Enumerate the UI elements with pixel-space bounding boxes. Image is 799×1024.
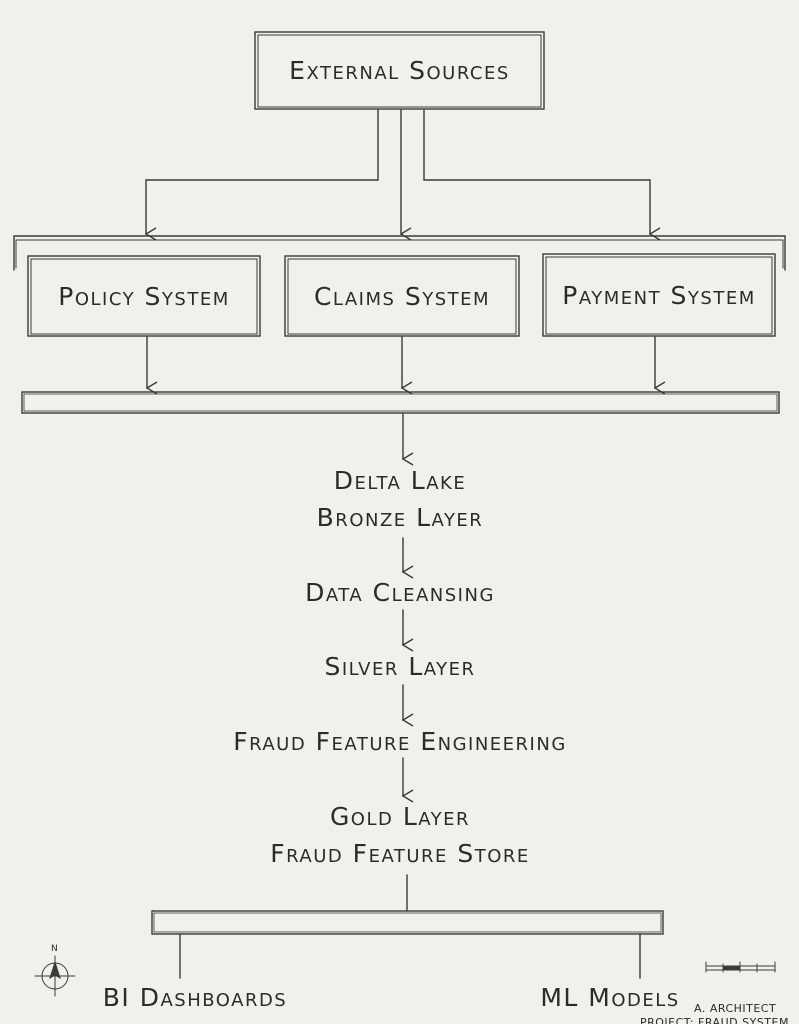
ingestion-bar — [21, 391, 780, 414]
policy-system-box: Policy System — [28, 256, 260, 336]
stage-line: Fraud Feature Store — [270, 839, 530, 868]
gold-stage: Gold Layer Fraud Feature Store — [150, 798, 650, 872]
claims-system-box: Claims System — [285, 256, 519, 336]
payment-system-box-outline — [542, 253, 776, 337]
systems-group-bracket — [13, 235, 786, 271]
stage-line: Bronze Layer — [316, 503, 484, 532]
cleansing-stage: Data Cleansing — [150, 574, 650, 611]
compass-north-label: N — [51, 944, 58, 954]
stage-line: Gold Layer — [329, 802, 471, 831]
payment-system-label: Payment System — [562, 280, 756, 310]
author-label: A. ARCHITECT — [694, 1002, 777, 1015]
feature-engineering-stage: Fraud Feature Engineering — [150, 723, 650, 760]
ml-models-label: ML Models — [540, 982, 680, 1012]
scale-bar-graphic — [705, 961, 776, 973]
stage-line: Delta Lake — [333, 466, 467, 495]
stage-line: Silver Layer — [324, 652, 476, 681]
bronze-stage: Delta Lake Bronze Layer — [150, 462, 650, 536]
policy-system-box-outline — [27, 255, 261, 337]
stage-line: Fraud Feature Engineering — [233, 727, 567, 756]
external-sources-box: External Sources — [255, 32, 544, 109]
claims-system-label: Claims System — [313, 281, 491, 311]
ml-models-output: ML Models — [530, 980, 690, 1014]
claims-system-box-outline — [284, 255, 520, 337]
source-branch-connector — [144, 109, 661, 241]
project-label: PROJECT: FRAUD SYSTEM — [640, 1016, 789, 1024]
compass-icon — [34, 955, 76, 997]
external-sources-label: External Sources — [289, 56, 510, 85]
payment-system-box: Payment System — [543, 254, 775, 336]
output-bar — [151, 874, 664, 979]
systems-to-bar-arrows — [145, 336, 666, 395]
bi-dashboards-output: BI Dashboards — [90, 980, 300, 1014]
stage-line: Data Cleansing — [305, 578, 495, 607]
silver-stage: Silver Layer — [150, 648, 650, 685]
external-sources-box-outline — [254, 31, 545, 110]
policy-system-label: Policy System — [58, 281, 230, 311]
bi-dashboards-label: BI Dashboards — [102, 982, 288, 1012]
